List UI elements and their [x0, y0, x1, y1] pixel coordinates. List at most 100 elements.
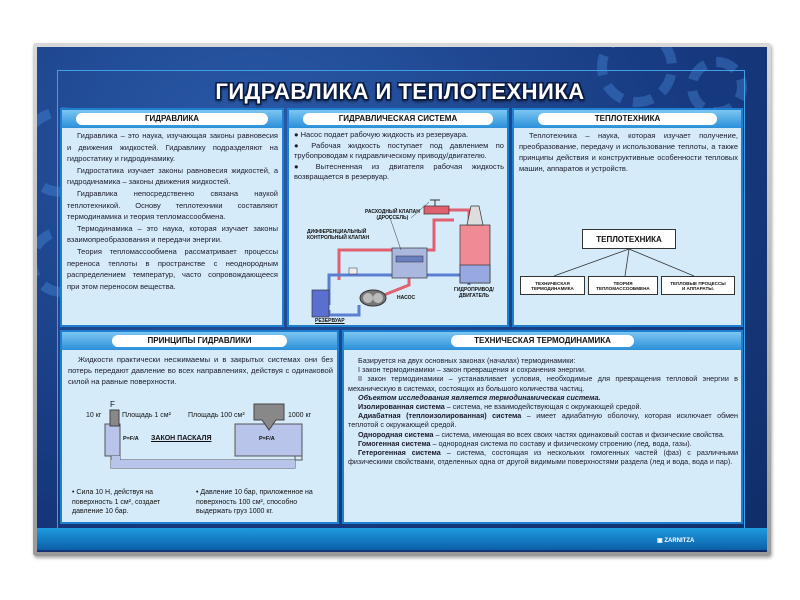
pascal-diagram [104, 403, 303, 469]
big-area-label: Площадь 100 см² [188, 412, 245, 419]
paragraph: II закон термодинамики – устанавливает у… [348, 374, 738, 393]
bottom-band [37, 528, 767, 550]
panel-title: ТЕПЛОТЕХНИКА [538, 113, 717, 125]
thermodynamics-text: Базируется на двух основных законах (нач… [348, 356, 738, 466]
label-line: ДИФФЕРЕНЦИАЛЬНЫЙ [307, 229, 367, 235]
definition: Гомогенная система – однородная система … [348, 439, 738, 448]
bullet-item: • Давление 10 бар, приложенное на поверх… [196, 489, 313, 515]
definition-text: – система, не взаимодействующая с окружа… [444, 402, 642, 412]
pump-label: НАСОС [397, 295, 416, 301]
term: Гомогенная система [358, 438, 431, 448]
definition-text: – однородная система по составу и физиче… [430, 438, 692, 448]
bullet-text: Сила 10 Н, действуя на поверхность 1 см²… [72, 489, 161, 515]
throttle-label: РАСХОДНЫЙ КЛАПАН(ДРОССЕЛЬ) [365, 209, 420, 221]
paragraph: Теплотехника – наука, которая изучает по… [519, 131, 738, 173]
bullet-item: ● Вытесненная из двигателя рабочая жидко… [294, 161, 504, 182]
term: Адиабатная (теплоизолированная) система [358, 411, 522, 421]
paragraph: Базируется на двух основных законах (нач… [358, 356, 576, 365]
panel-header: ТЕХНИЧЕСКАЯ ТЕРМОДИНАМИКА [344, 332, 741, 350]
bullet-item: ● Насос подает рабочую жидкость из резер… [294, 130, 469, 139]
definition: Изолированная система – система, не взаи… [348, 402, 738, 411]
small-piston [109, 409, 120, 427]
definition: Адиабатная (теплоизолированная) система … [348, 411, 738, 429]
panel-header: ГИДРАВЛИКА [62, 110, 282, 128]
throttle-valve [423, 205, 450, 215]
formula-large: P=F/A [259, 436, 275, 442]
force-label: F [110, 400, 115, 409]
definition: Гетерогенная система – система, состояща… [348, 448, 738, 466]
panel-thermodynamics: ТЕХНИЧЕСКАЯ ТЕРМОДИНАМИКА Базируется на … [342, 330, 743, 524]
bullet-text: Рабочая жидкость поступает под давлением… [294, 140, 504, 161]
paragraph: I закон термодинамики – закон превращени… [358, 365, 586, 375]
hydraulic-system-diagram [311, 199, 491, 318]
panel-title: ГИДРАВЛИЧЕСКАЯ СИСТЕМА [303, 113, 493, 125]
label-line: КОНТРОЛЬНЫЙ КЛАПАН [307, 235, 370, 241]
hydraulic-system-bullets: ● Насос подает рабочую жидкость из резер… [294, 130, 504, 183]
panel-header: ПРИНЦИПЫ ГИДРАВЛИКИ [62, 332, 337, 350]
bullet-item: ● Рабочая жидкость поступает под давлени… [294, 140, 504, 161]
panel-title: ТЕХНИЧЕСКАЯ ТЕРМОДИНАМИКА [451, 335, 634, 347]
panel-header: ГИДРАВЛИЧЕСКАЯ СИСТЕМА [289, 110, 507, 128]
tree-arrow [628, 248, 695, 277]
bullet-item: • Сила 10 Н, действуя на поверхность 1 с… [72, 489, 161, 515]
poster-title: ГИДРАВЛИКА И ТЕПЛОТЕХНИКА [215, 79, 585, 104]
bullet-text: Давление 10 бар, приложенное на поверхно… [196, 489, 313, 515]
paragraph: Гидростатика изучает законы равновесия ж… [67, 165, 278, 187]
tree-connectors [553, 248, 695, 277]
panel-header: ТЕПЛОТЕХНИКА [514, 110, 741, 128]
term: Однородная система [358, 429, 434, 439]
definition-text: – имеет адиабатную оболочку, которая иск… [348, 411, 738, 430]
definition-text: – система, имеющая во всех своих частях … [433, 429, 725, 439]
reservoir [311, 289, 330, 318]
panel-hydraulics: ГИДРАВЛИКА Гидравлика – это наука, изуча… [60, 108, 284, 327]
bullet-text: Насос подает рабочую жидкость из резерву… [300, 130, 469, 139]
paragraph: Гидравлика непосредственно связана науко… [67, 188, 278, 222]
label-line: РАСХОДНЫЙ КЛАПАН [365, 209, 420, 215]
paragraph: Термодинамика – это наука, которая изуча… [67, 223, 278, 245]
pascal-law-label: ЗАКОН ПАСКАЛЯ [151, 435, 212, 442]
differential-valve [391, 247, 428, 279]
tree-arrow [553, 248, 630, 277]
node-line: И АППАРАТЫ. [681, 285, 715, 291]
brand-logo: ▣ ZARNITZA [657, 538, 695, 544]
reservoir-label: РЕЗЕРВУАР [315, 318, 345, 324]
label-line: (ДРОССЕЛЬ) [376, 215, 409, 221]
term: Изолированная система [358, 402, 445, 412]
formula-small: P=F/A [123, 436, 139, 442]
label-line: ГИДРОПРИВОД/ [454, 287, 494, 293]
small-mass-label: 10 кг [86, 412, 102, 419]
panel-hydraulic-system: ГИДРАВЛИЧЕСКАЯ СИСТЕМА ● Насос подает ра… [287, 108, 509, 327]
panel-title: ПРИНЦИПЫ ГИДРАВЛИКИ [112, 335, 287, 347]
node-line: ТЕХНИЧЕСКАЯ [535, 280, 570, 286]
definition: Однородная система – система, имеющая во… [348, 430, 738, 439]
tree-arrow [624, 248, 630, 277]
heat-engineering-text: Теплотехника – наука, которая изучает по… [519, 130, 738, 174]
gear-decoration-icon [597, 47, 677, 107]
label-line: ДВИГАТЕЛЬ [458, 293, 490, 299]
pipe-hot [409, 218, 454, 252]
pipe-cold [327, 305, 361, 317]
brand-name: ZARNITZA [664, 538, 695, 544]
paragraph: Теория тепломассообмена рассматривает пр… [67, 246, 278, 291]
node-line: ТЕПЛОВЫЕ ПРОЦЕССЫ [670, 280, 726, 286]
panel-heat-engineering: ТЕПЛОТЕХНИКА Теплотехника – наука, котор… [512, 108, 743, 327]
hydraulics-text: Гидравлика – это наука, изучающая законы… [67, 130, 278, 292]
big-mass-label: 1000 кг [288, 412, 312, 419]
small-cylinder [104, 423, 121, 457]
bullet-text: Вытесненная из двигателя рабочая жидкост… [294, 161, 504, 182]
paragraph: Жидкости практически несжимаемы и в закр… [68, 355, 333, 386]
small-area-label: Площадь 1 см² [122, 412, 171, 419]
paragraph: Объектом исследования является термодина… [358, 392, 601, 402]
panel-title: ГИДРАВЛИКА [76, 113, 268, 125]
tree-root: ТЕПЛОТЕХНИКА [582, 229, 676, 249]
paragraph: Гидравлика – это наука, изучающая законы… [67, 131, 278, 164]
principles-text: Жидкости практически несжимаемы и в закр… [68, 354, 333, 387]
panel-principles: ПРИНЦИПЫ ГИДРАВЛИКИ Жидкости практически… [60, 330, 339, 524]
node-line: ТЕПЛОМАССООБМЕНА [596, 285, 650, 291]
heavy-load [253, 403, 285, 431]
node-line: ТЕОРИЯ [613, 280, 633, 286]
